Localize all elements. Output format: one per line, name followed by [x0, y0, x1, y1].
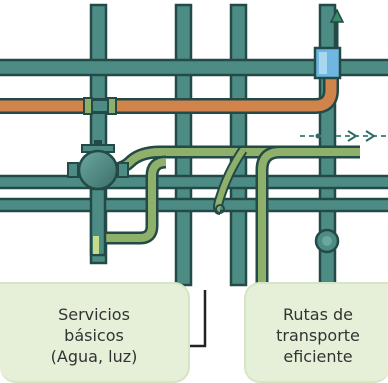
right-gauge-icon — [314, 228, 340, 254]
horizontal-pipe-middle-2 — [0, 197, 388, 213]
orange-pipe-valve-icon — [83, 97, 117, 115]
label-basic-services-line-1: Servicios — [58, 305, 130, 324]
flow-arrow-icon-2 — [365, 130, 376, 142]
label-transport-routes-line-1: Rutas de — [282, 305, 354, 324]
curl-hook-icon — [215, 204, 225, 214]
label-basic-services-line-2: básicos — [64, 326, 124, 345]
vertical-pipe-3 — [229, 3, 248, 287]
vertical-pipe-2 — [174, 3, 193, 287]
flow-arrows — [300, 130, 388, 142]
blue-box-icon — [313, 22, 342, 80]
connector-line — [190, 290, 207, 348]
label-basic-services: Servicios básicos (Agua, luz) — [0, 282, 190, 383]
horizontal-pipe-top — [0, 58, 388, 77]
label-transport-routes: Rutas de transporte eficiente — [244, 282, 388, 383]
label-transport-routes-line-3: eficiente — [283, 347, 353, 366]
up-arrow-icon — [329, 8, 345, 23]
horizontal-pipe-middle-1 — [0, 174, 388, 190]
label-basic-services-line-3: (Agua, luz) — [50, 347, 138, 366]
flow-arrow-icon-1 — [347, 130, 358, 142]
left-valve-icon — [67, 140, 129, 257]
label-transport-routes-line-2: transporte — [276, 326, 360, 345]
